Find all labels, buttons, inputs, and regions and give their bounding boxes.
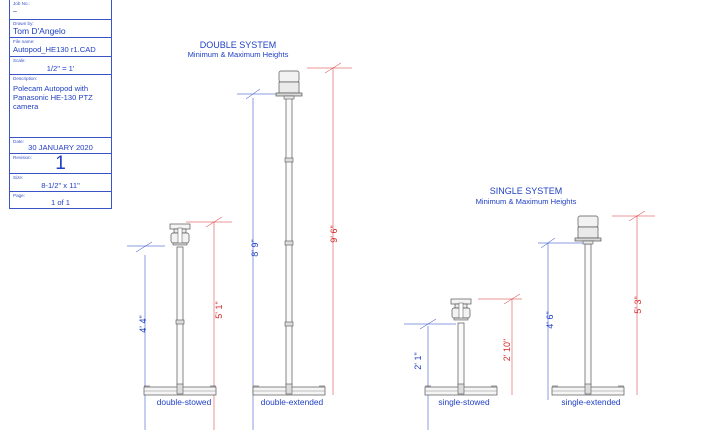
double-stowed-dim-blue: 4' 4" bbox=[138, 315, 148, 332]
size-value: 8-1/2" x 11" bbox=[41, 181, 80, 190]
scale-value: 1/2" = 1' bbox=[46, 64, 75, 73]
single-extended-dim-red: 5' 3" bbox=[633, 296, 643, 313]
double-system-subtitle: Minimum & Maximum Heights bbox=[188, 50, 289, 59]
single-stowed-dim-blue: 2' 1" bbox=[413, 352, 423, 369]
description-label: Description: bbox=[13, 76, 38, 81]
size-label: Size: bbox=[13, 175, 24, 180]
drawn-by-label: Drawn by: bbox=[13, 21, 34, 26]
job-no-cell: Job No.: – bbox=[10, 0, 111, 20]
scale-label: Scale: bbox=[13, 58, 26, 63]
double-stowed-stand bbox=[127, 216, 232, 430]
double-extended-caption: double-extended bbox=[261, 397, 324, 407]
date-value: 30 JANUARY 2020 bbox=[28, 143, 93, 152]
single-stowed-dim-red: 2' 10" bbox=[502, 339, 512, 361]
scale-cell: Scale: 1/2" = 1' bbox=[10, 57, 111, 75]
single-stowed-stand bbox=[404, 293, 522, 430]
file-name-value: Autopod_HE130 r1.CAD bbox=[13, 45, 96, 54]
title-block: Job No.: – Drawn by: Tom D'Angelo File n… bbox=[9, 0, 112, 209]
description-value: Polecam Autopod with Panasonic HE-130 PT… bbox=[13, 84, 93, 111]
drawn-by-cell: Drawn by: Tom D'Angelo bbox=[10, 20, 111, 38]
double-stowed-caption: double-stowed bbox=[157, 397, 212, 407]
single-extended-dim-blue: 4' 6" bbox=[545, 311, 555, 328]
date-label: Date: bbox=[13, 139, 24, 144]
page-label: Page: bbox=[13, 193, 26, 198]
description-cell: Description: Polecam Autopod with Panaso… bbox=[10, 75, 111, 138]
double-stowed-dim-red: 5' 1" bbox=[214, 301, 224, 318]
single-system-subtitle: Minimum & Maximum Heights bbox=[476, 197, 577, 206]
double-extended-dim-red: 9' 6" bbox=[329, 225, 339, 242]
double-system-title: DOUBLE SYSTEM bbox=[200, 40, 277, 50]
revision-value: 1 bbox=[55, 153, 66, 174]
file-name-cell: File name: Autopod_HE130 r1.CAD bbox=[10, 38, 111, 57]
single-system-title: SINGLE SYSTEM bbox=[490, 186, 563, 196]
revision-cell: Revision: 1 bbox=[10, 153, 111, 174]
double-extended-dim-blue: 8' 9" bbox=[250, 239, 260, 256]
size-cell: Size: 8-1/2" x 11" bbox=[10, 174, 111, 192]
job-no-value: – bbox=[13, 8, 17, 15]
page-cell: Page: 1 of 1 bbox=[10, 192, 111, 209]
page-value: 1 of 1 bbox=[51, 198, 70, 207]
file-name-label: File name: bbox=[13, 39, 35, 44]
job-no-label: Job No.: bbox=[13, 1, 31, 6]
single-extended-stand bbox=[538, 210, 655, 400]
double-extended-stand bbox=[237, 62, 352, 430]
single-stowed-caption: single-stowed bbox=[438, 397, 490, 407]
single-extended-caption: single-extended bbox=[561, 397, 620, 407]
revision-label: Revision: bbox=[13, 155, 32, 160]
date-cell: Date: 30 JANUARY 2020 bbox=[10, 138, 111, 154]
drawn-by-value: Tom D'Angelo bbox=[13, 26, 66, 36]
